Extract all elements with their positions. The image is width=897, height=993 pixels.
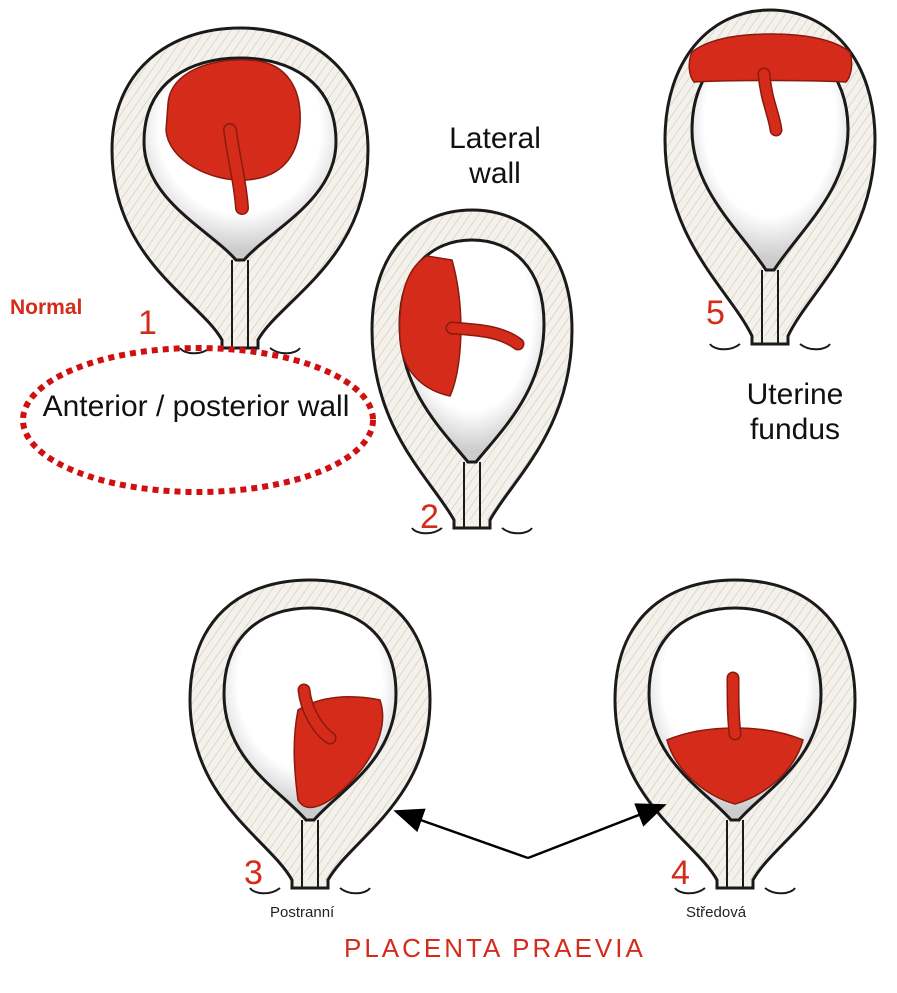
stredova-caption: Středová — [686, 904, 746, 921]
arrow-to-4 — [528, 806, 662, 858]
figure-number-3: 3 — [244, 854, 263, 893]
figure-number-2: 2 — [420, 498, 439, 537]
figure-number-1: 1 — [138, 304, 157, 343]
lateral-wall-label: Lateral wall — [420, 122, 570, 191]
uterus-4 — [615, 580, 855, 893]
figure-number-4: 4 — [671, 854, 690, 893]
uterus-5 — [665, 10, 875, 349]
figure-number-5: 5 — [706, 294, 725, 333]
anterior-posterior-label: Anterior / posterior wall — [36, 390, 356, 425]
postranni-caption: Postranní — [270, 904, 334, 921]
arrow-to-3 — [398, 812, 528, 858]
normal-label: Normal — [10, 296, 82, 320]
uterine-fundus-label: Uterine fundus — [715, 378, 875, 447]
uterus-2 — [372, 210, 572, 533]
placenta-praevia-title: PLACENTA PRAEVIA — [344, 934, 646, 964]
uterus-3 — [190, 580, 430, 893]
